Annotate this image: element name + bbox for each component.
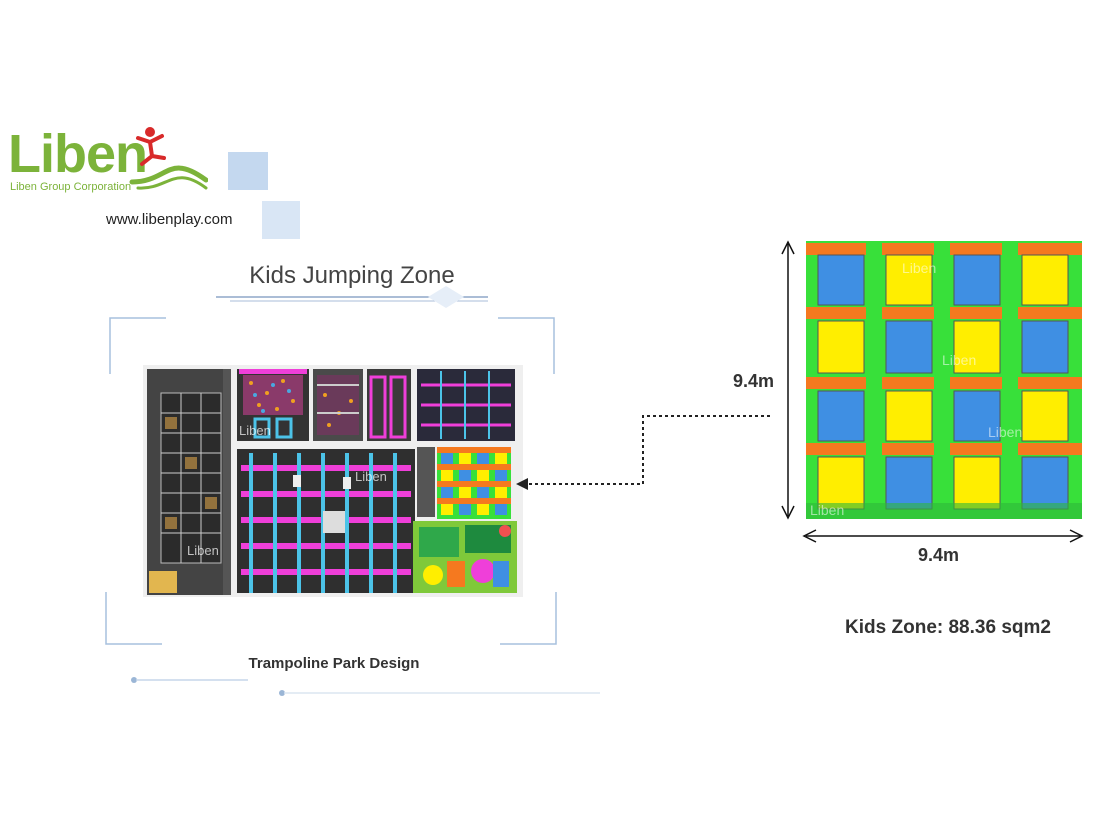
watermark: Liben — [187, 543, 219, 558]
dimension-arrows — [781, 240, 1084, 543]
watermark: Liben — [810, 502, 844, 518]
plan-frame — [105, 317, 557, 645]
height-dimension-label: 9.4m — [733, 371, 775, 391]
decorative-square — [228, 152, 268, 190]
watermark: Liben — [239, 423, 271, 438]
caption-decoration — [131, 677, 600, 696]
page-title: Kids Jumping Zone — [249, 262, 455, 289]
decorative-square — [262, 201, 300, 239]
watermark: Liben — [988, 424, 1022, 440]
website-link[interactable]: www.libenplay.com — [106, 211, 233, 228]
kids-zone-detail: Liben Liben Liben Liben — [806, 241, 1082, 519]
slide-figure-icon — [129, 127, 208, 190]
brand-logo: Liben — [8, 124, 148, 184]
watermark: Liben — [902, 260, 936, 276]
detail-connector-arrow — [516, 415, 770, 490]
watermark: Liben — [355, 469, 387, 484]
park-floor-plan: Liben Liben Liben — [143, 365, 523, 597]
watermark: Liben — [942, 352, 976, 368]
logo-subtitle: Liben Group Corporation — [10, 181, 132, 193]
plan-caption: Trampoline Park Design — [248, 655, 420, 672]
title-underline — [216, 286, 488, 308]
kids-zone-area-label: Kids Zone: 88.36 sqm2 — [845, 617, 1051, 638]
width-dimension-label: 9.4m — [918, 545, 960, 565]
